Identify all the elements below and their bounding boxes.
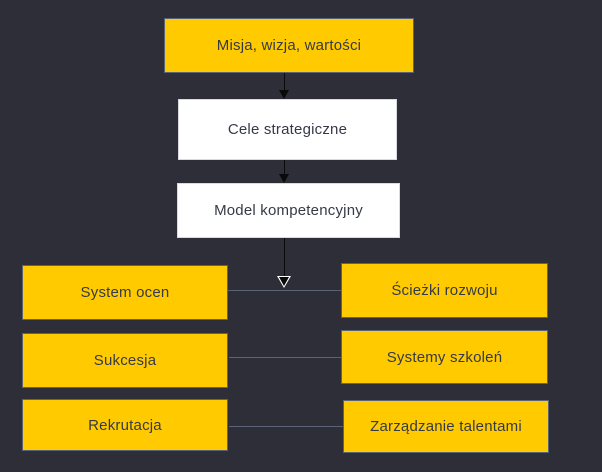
- flow-box-rekrutacja-label: Rekrutacja: [88, 416, 162, 434]
- arrow-model-down-head-icon: [279, 277, 289, 286]
- connector-systemocen-sciezki: [228, 290, 341, 291]
- flow-box-system-ocen-label: System ocen: [80, 284, 170, 301]
- flow-box-cele-label: Cele strategiczne: [227, 121, 348, 138]
- connector-sukcesja-szkolenia: [229, 357, 341, 358]
- flow-box-system-ocen: System ocen: [22, 265, 228, 320]
- flow-box-model-label: Model kompetencyjny: [214, 202, 363, 219]
- flow-box-szkolenia-label: Systemy szkoleń: [386, 348, 503, 366]
- arrow-misja-to-cele-head-icon: [279, 90, 289, 99]
- flow-box-misja-label: Misja, wizja, wartości: [216, 37, 362, 54]
- flow-box-szkolenia: Systemy szkoleń: [341, 330, 548, 384]
- connector-rekrutacja-talenty: [229, 426, 344, 427]
- arrow-cele-to-model-head-icon: [279, 174, 289, 183]
- flow-box-sciezki-label: Ścieżki rozwoju: [391, 282, 498, 299]
- flow-box-rekrutacja: Rekrutacja: [22, 399, 228, 451]
- flow-box-model: Model kompetencyjny: [177, 183, 400, 238]
- arrow-model-down-line: [284, 238, 285, 278]
- flow-box-sukcesja: Sukcesja: [22, 333, 228, 388]
- flow-box-cele: Cele strategiczne: [178, 99, 397, 160]
- flow-box-talenty-label: Zarządzanie talentami: [370, 418, 522, 435]
- arrow-cele-to-model-line: [284, 160, 285, 175]
- flow-box-talenty: Zarządzanie talentami: [343, 400, 549, 453]
- flow-box-misja: Misja, wizja, wartości: [164, 18, 414, 73]
- arrow-misja-to-cele-line: [284, 73, 285, 91]
- flow-box-sciezki: Ścieżki rozwoju: [341, 263, 548, 318]
- flow-box-sukcesja-label: Sukcesja: [93, 352, 157, 369]
